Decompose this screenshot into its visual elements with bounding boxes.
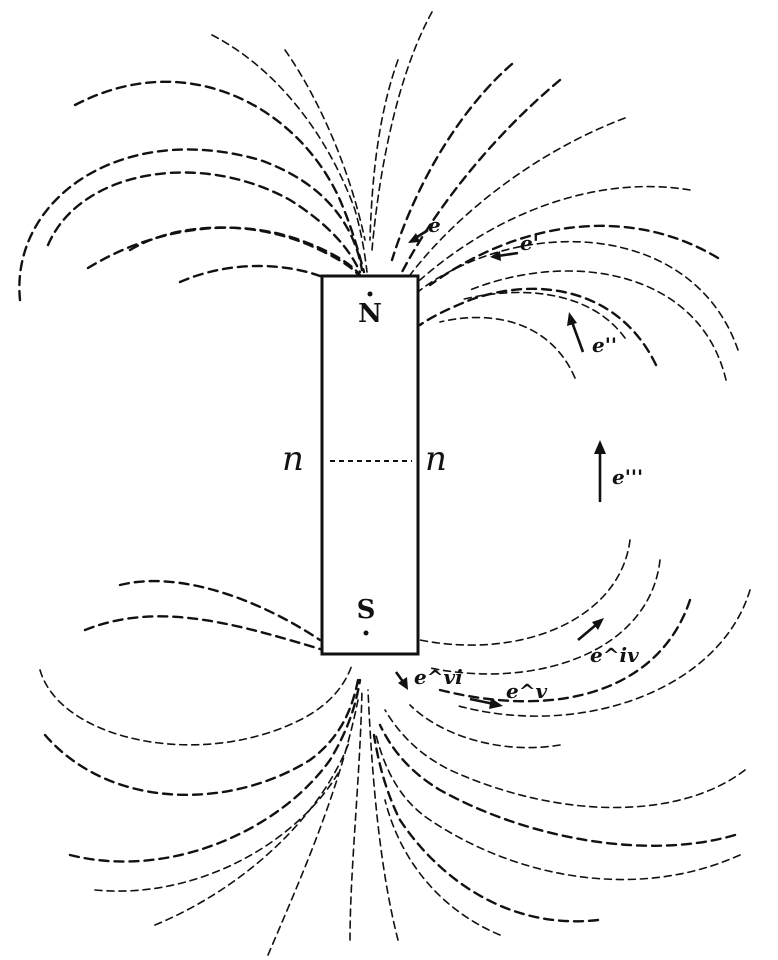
- label-e5: e^v: [506, 679, 547, 703]
- field-line: [419, 185, 691, 281]
- field-line: [68, 678, 362, 863]
- field-line: [372, 733, 600, 923]
- arrowhead-e5: [489, 698, 503, 709]
- field-line: [83, 615, 332, 654]
- arrow-e5: [469, 697, 495, 706]
- label-e1: e': [520, 231, 539, 255]
- north-pole-dot: [367, 291, 373, 297]
- field-line: [378, 723, 737, 847]
- south-field-lines: [39, 539, 751, 956]
- field-line: [375, 734, 741, 881]
- bar-magnet: N S n n: [282, 274, 447, 656]
- magnet-body: [320, 274, 420, 656]
- field-line: [371, 11, 433, 251]
- arrowhead-e4: [592, 618, 604, 630]
- field-line: [428, 224, 720, 287]
- field-line: [94, 769, 341, 892]
- field-line: [367, 689, 399, 941]
- field-line: [409, 117, 626, 276]
- field-line: [73, 80, 366, 274]
- field-line: [118, 579, 322, 642]
- arrowhead-e6: [398, 677, 408, 690]
- field-line: [390, 62, 514, 262]
- arrowhead-e3: [594, 440, 606, 454]
- arrow-e4: [577, 623, 598, 641]
- arrowhead-e: [408, 233, 420, 243]
- field-line: [211, 34, 368, 273]
- field-line: [438, 598, 692, 703]
- south-pole-dot: [363, 630, 369, 636]
- field-line: [39, 664, 353, 746]
- field-line: [284, 49, 366, 241]
- label-e: e: [428, 213, 441, 237]
- arrowhead-e1: [490, 251, 501, 261]
- field-line: [128, 226, 362, 279]
- field-line: [267, 699, 359, 956]
- north-pole-label: N: [358, 299, 382, 329]
- neutral-label-left: n: [282, 439, 304, 479]
- field-line: [384, 709, 746, 809]
- field-line: [439, 316, 576, 379]
- field-line: [178, 264, 332, 284]
- field-line: [417, 240, 739, 351]
- field-line: [429, 559, 661, 675]
- field-line: [418, 287, 658, 367]
- field-line: [154, 739, 351, 926]
- label-e3: e''': [612, 465, 643, 489]
- field-line: [469, 270, 727, 381]
- label-e2: e'': [592, 333, 617, 357]
- field-line: [349, 689, 363, 941]
- arrow-e1: [497, 251, 519, 258]
- field-line: [400, 78, 562, 274]
- label-e4: e^iv: [590, 643, 639, 667]
- field-line: [454, 589, 751, 717]
- field-line: [419, 539, 631, 646]
- field-line: [409, 704, 561, 749]
- field-line: [18, 148, 364, 302]
- arrow-e2: [570, 321, 585, 353]
- field-line: [43, 678, 360, 797]
- field-line: [459, 291, 626, 339]
- field-line: [46, 171, 362, 274]
- direction-arrows: e e' e'' e''' e^iv e^v e^vi: [394, 213, 643, 709]
- label-e6: e^vi: [414, 665, 463, 689]
- field-line: [384, 799, 501, 936]
- neutral-label-right: n: [425, 439, 447, 479]
- south-pole-label: S: [357, 595, 376, 625]
- arrowhead-e2: [567, 312, 577, 326]
- field-line: [369, 59, 399, 241]
- north-field-lines: [18, 11, 739, 381]
